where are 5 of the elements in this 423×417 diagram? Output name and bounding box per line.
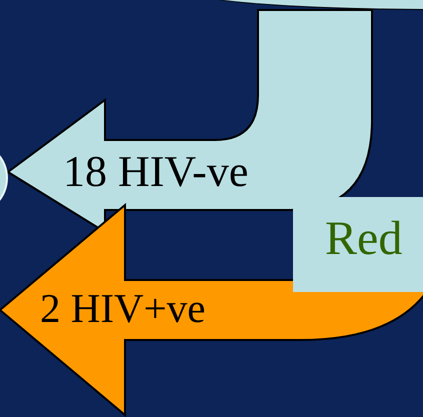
edge-label: 2 HIV+ve (40, 284, 206, 332)
box-label: Red (325, 211, 402, 266)
block-arrow (0, 204, 423, 416)
edge-label: 18 HIV-ve (63, 146, 248, 197)
label-box (293, 197, 423, 292)
